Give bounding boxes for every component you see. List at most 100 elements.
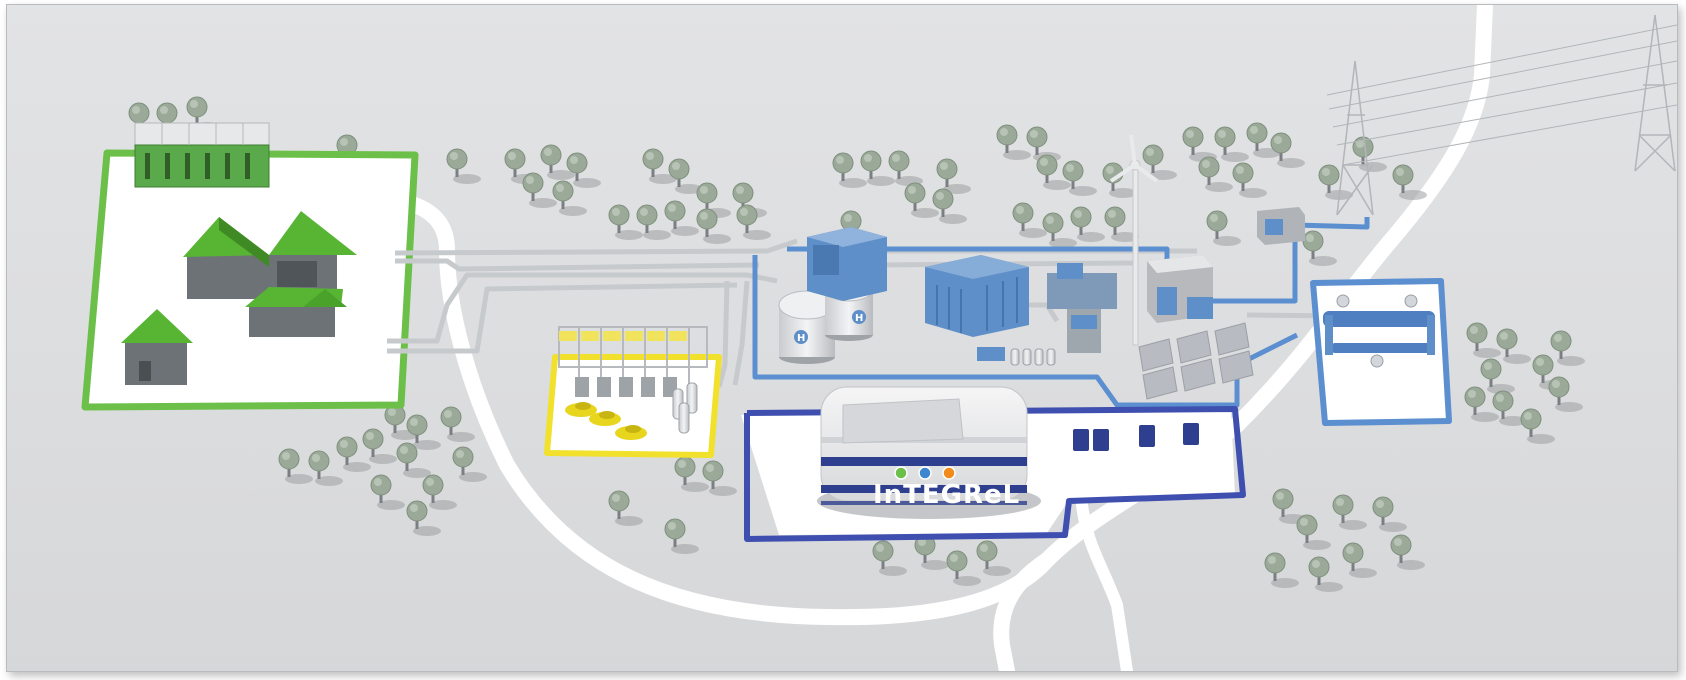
cylinder-stack — [672, 382, 698, 434]
tree — [1142, 144, 1177, 180]
tree — [446, 148, 481, 184]
solar-array — [1138, 322, 1254, 400]
tree — [1352, 136, 1387, 172]
dispensers — [575, 377, 677, 397]
main-road — [387, 5, 1493, 626]
homes-zone — [81, 122, 419, 411]
gas-network-zone — [1257, 207, 1452, 426]
leaf-icon — [894, 466, 908, 480]
tree — [914, 534, 949, 570]
tree — [1390, 534, 1425, 570]
tree — [1308, 556, 1343, 592]
tree — [1318, 164, 1353, 200]
tree — [384, 404, 419, 440]
tree — [1036, 154, 1071, 190]
tree — [1296, 514, 1331, 550]
vehicle-zone-outline — [544, 354, 722, 458]
tree — [1480, 358, 1515, 394]
processing-unit — [925, 255, 1029, 337]
tree — [1496, 328, 1531, 364]
tree — [1062, 160, 1097, 196]
tree — [1342, 542, 1377, 578]
tree — [1264, 552, 1299, 588]
substation — [1257, 207, 1305, 245]
tree — [1372, 496, 1407, 532]
gas-processing-area: H H — [752, 134, 1370, 408]
vehicle-refuelling-zone — [544, 326, 722, 458]
tree — [872, 540, 907, 576]
tree — [422, 474, 457, 510]
tree — [522, 172, 557, 208]
tree — [860, 150, 895, 186]
tree — [1332, 494, 1367, 530]
energy-park-illustration: H H — [6, 4, 1678, 672]
tree — [1198, 156, 1233, 192]
tree — [1520, 408, 1555, 444]
tree — [396, 442, 431, 478]
brand-label: InTEGReL — [873, 480, 1020, 510]
lower-road — [1076, 499, 1133, 671]
tree — [636, 204, 671, 240]
tree — [370, 474, 405, 510]
tree — [608, 490, 643, 526]
tree — [308, 450, 343, 486]
tree — [1392, 164, 1427, 200]
tree — [1012, 202, 1047, 238]
tree — [1548, 376, 1583, 412]
energy-centre-building: InTEGReL — [817, 386, 1041, 519]
tree — [1270, 132, 1305, 168]
tree — [1214, 126, 1249, 162]
tree — [664, 200, 699, 236]
tree — [452, 446, 487, 482]
tree — [608, 204, 643, 240]
tree — [552, 180, 587, 216]
gas-manifold — [1323, 294, 1435, 368]
canopy-frame — [558, 326, 708, 389]
tree — [642, 148, 677, 184]
wind-turbine — [1109, 134, 1159, 346]
detached-house-large — [183, 211, 357, 299]
tree — [736, 204, 771, 240]
tree — [1550, 330, 1585, 366]
tree — [932, 188, 967, 224]
cabinets — [1073, 423, 1199, 451]
tree — [1104, 206, 1139, 242]
flame-icon — [942, 466, 956, 480]
tree — [406, 500, 441, 536]
tree — [406, 414, 441, 450]
energy-centre-zone: InTEGReL — [741, 386, 1246, 542]
tree — [440, 406, 475, 442]
homes-zone-outline — [81, 149, 419, 411]
canopy-yellow-panels — [559, 331, 687, 341]
tree — [1232, 162, 1267, 198]
side-road — [993, 552, 1055, 671]
energy-centre-outline — [744, 406, 1246, 542]
tree — [566, 152, 601, 188]
terraced-housing — [134, 122, 270, 188]
tree — [1466, 322, 1501, 358]
gas-network-outline — [787, 217, 1370, 304]
tank-label-left: H — [797, 333, 805, 344]
compressor-house — [807, 227, 887, 301]
tree — [664, 518, 699, 554]
gas-network-outline-box — [1310, 278, 1452, 426]
warehouse — [1147, 255, 1213, 323]
tree — [278, 448, 313, 484]
tree — [702, 460, 737, 496]
tree — [1206, 210, 1241, 246]
tree — [1492, 390, 1527, 426]
energy-park-scene: H H — [81, 5, 1677, 671]
water-drop-icon — [918, 466, 932, 480]
tree — [1302, 230, 1337, 266]
yellow-cars — [565, 402, 647, 440]
tree — [674, 456, 709, 492]
power-pylons — [1326, 14, 1677, 216]
detached-house-small — [121, 309, 193, 385]
tree — [362, 428, 397, 464]
tree — [976, 540, 1011, 576]
tree — [904, 182, 939, 218]
tree — [1182, 126, 1217, 162]
tree — [336, 436, 371, 472]
tree — [1464, 386, 1499, 422]
tree — [1070, 206, 1105, 242]
